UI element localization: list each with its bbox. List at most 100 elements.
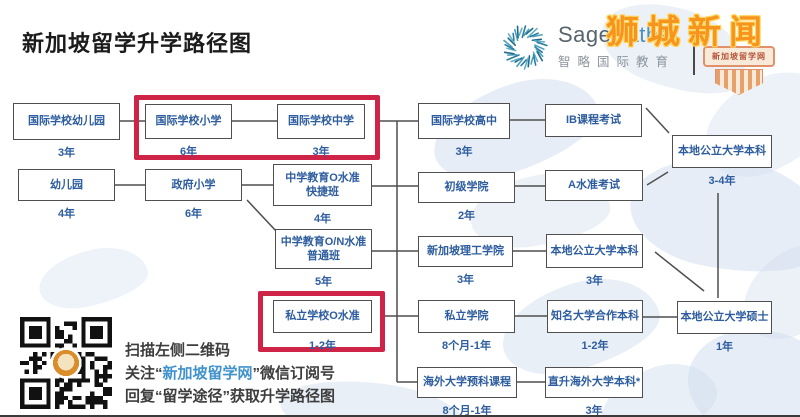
flow-node-label: 私立学院 <box>444 310 489 323</box>
spiral-stroke <box>523 28 530 37</box>
spiral-stroke <box>533 40 546 43</box>
flow-node-year-secondary-onlevel-normal: 5年 <box>314 276 333 288</box>
flow-node-local-public-uni-bachelor-top: 本地公立大学本科 <box>672 135 772 168</box>
spiral-stroke <box>512 32 515 41</box>
flow-node-intl-secondary: 国际学校中学 <box>277 104 365 139</box>
flow-node-label: 政府小学 <box>171 178 216 191</box>
spiral-stroke <box>530 56 534 65</box>
spiral-stroke <box>521 25 527 39</box>
spiral-stroke <box>527 55 531 68</box>
flow-node-year-local-public-uni-bachelor-mid: 3年 <box>585 275 604 287</box>
spiral-stroke <box>504 43 515 50</box>
bottom-border-line <box>0 415 800 417</box>
caption-text: ”微信订阅号 <box>252 365 336 382</box>
flow-node-year-kindergarten: 4年 <box>57 208 76 220</box>
spiral-stroke <box>532 53 537 66</box>
connector-diagonal-line <box>654 251 705 292</box>
flow-node-year-secondary-olevel-express: 4年 <box>313 213 332 225</box>
badge-banner-text: 新加坡留学网 <box>703 46 775 67</box>
flow-node-label: 国际学校小学 <box>155 115 222 128</box>
flow-node-year-private-school-olevel: 1-2年 <box>309 340 336 352</box>
qr-caption-line2: 关注“新加坡留学网”微信订阅号 <box>125 362 335 383</box>
spiral-stroke <box>525 27 534 35</box>
flow-node-year-gov-primary: 6年 <box>184 208 203 220</box>
caption-text: 关注“ <box>125 365 163 382</box>
highlight-intl-primary-secondary <box>134 95 380 160</box>
sagepaths-logo: SagePaths 智略国际教育 <box>500 20 675 72</box>
spiral-stroke <box>520 59 527 67</box>
flow-node-intl-kindergarten: 国际学校幼儿园 <box>13 103 120 140</box>
flow-node-overseas-uni-foundation: 海外大学预科课程 <box>417 367 517 398</box>
flow-node-year-local-public-uni-master: 1年 <box>715 341 734 353</box>
flow-node-year-junior-college: 2年 <box>457 210 476 222</box>
flow-node-label: A水准考试 <box>568 179 620 192</box>
flow-node-label: 私立学校O水准 <box>285 310 360 323</box>
flow-node-label: 国际学校中学 <box>288 115 354 128</box>
spiral-stroke <box>536 50 544 62</box>
flow-node-local-public-uni-master: 本地公立大学硕士 <box>677 301 772 334</box>
flow-node-gov-primary: 政府小学 <box>145 169 242 201</box>
flow-node-junior-college: 初级学院 <box>418 172 515 203</box>
flow-node-intl-primary: 国际学校小学 <box>145 104 232 139</box>
flow-node-label: 本地公立大学硕士 <box>680 311 769 324</box>
logo-subtitle: 智略国际教育 <box>558 55 676 69</box>
flow-node-private-school-olevel: 私立学校O水准 <box>273 300 372 333</box>
flow-node-label: 直升海外大学本科* <box>547 376 641 389</box>
spiral-stroke <box>532 51 539 63</box>
flow-node-intl-high-school: 国际学校高中 <box>418 103 510 139</box>
spiral-stroke <box>518 27 523 37</box>
caption-highlight-text: 新加坡留学网 <box>162 365 253 382</box>
spiral-stroke <box>503 39 513 48</box>
flow-node-year-overseas-uni-bachelor: 3年 <box>585 405 603 417</box>
flow-node-label: 知名大学合作本科 <box>551 310 639 323</box>
flow-node-year-local-public-uni-bachelor-top: 3-4年 <box>708 175 736 187</box>
highlight-private-olevel <box>258 291 385 352</box>
qr-code <box>20 317 112 409</box>
spiral-stroke <box>516 56 525 68</box>
flow-node-label: 中学教育O水准快捷班 <box>285 171 360 198</box>
spiral-stroke <box>506 54 520 61</box>
flow-node-year-overseas-uni-foundation: 8个月-1年 <box>442 405 492 417</box>
flow-node-kindergarten: 幼儿园 <box>18 169 115 201</box>
flow-node-secondary-olevel-express: 中学教育O水准快捷班 <box>273 164 372 206</box>
flow-node-label: IB课程考试 <box>566 114 621 127</box>
spiral-stroke <box>526 27 538 39</box>
flow-node-year-polytechnic: 3年 <box>456 274 475 286</box>
spiral-stroke <box>514 28 519 42</box>
page-title: 新加坡留学升学路径图 <box>22 31 253 56</box>
flow-node-label: 中学教育O/N水准普通班 <box>280 235 367 262</box>
spiral-stroke <box>532 33 543 38</box>
flow-node-year-partner-uni-bachelor: 1-2年 <box>581 340 609 352</box>
flow-node-label: 海外大学预科课程 <box>423 376 511 389</box>
flow-node-label: 初级学院 <box>444 181 489 194</box>
spiral-stroke <box>503 51 515 55</box>
flow-node-secondary-onlevel-normal: 中学教育O/N水准普通班 <box>275 229 372 269</box>
site-emblem-badge: 新加坡留学网 <box>703 46 775 95</box>
spiral-stroke <box>534 44 545 50</box>
flow-node-label: 本地公立大学本科 <box>678 145 766 158</box>
spiral-stroke <box>523 57 529 70</box>
flow-node-local-public-uni-bachelor-mid: 本地公立大学本科 <box>546 234 643 268</box>
flow-node-label: 国际学校高中 <box>431 114 497 127</box>
badge-shield-icon <box>715 69 763 95</box>
connector-diagonal-line <box>246 199 278 233</box>
flow-node-label: 本地公立大学本科 <box>550 244 639 257</box>
connector-diagonal-line <box>646 171 669 186</box>
spiral-stroke <box>531 38 543 42</box>
flow-node-partner-uni-bachelor: 知名大学合作本科 <box>547 300 643 333</box>
qr-caption-line3: 回复“留学途径”获取升学路径图 <box>125 388 336 405</box>
flow-node-year-intl-primary: 6年 <box>179 146 198 158</box>
spiral-stroke <box>529 32 539 38</box>
flow-node-year-intl-kindergarten: 3年 <box>57 147 76 159</box>
spiral-stroke <box>507 37 516 46</box>
flow-node-label: 新加坡理工学院 <box>427 245 504 258</box>
spiral-stroke <box>536 41 548 47</box>
logo-text: SagePaths 智略国际教育 <box>558 22 675 70</box>
flow-node-ib-exam: IB课程考试 <box>545 104 642 137</box>
flow-node-year-intl-high-school: 3年 <box>455 146 473 158</box>
spiral-stroke <box>514 57 523 63</box>
spiral-stroke <box>535 48 544 58</box>
connector-diagonal-line <box>645 107 670 134</box>
flow-node-polytechnic: 新加坡理工学院 <box>418 236 513 267</box>
